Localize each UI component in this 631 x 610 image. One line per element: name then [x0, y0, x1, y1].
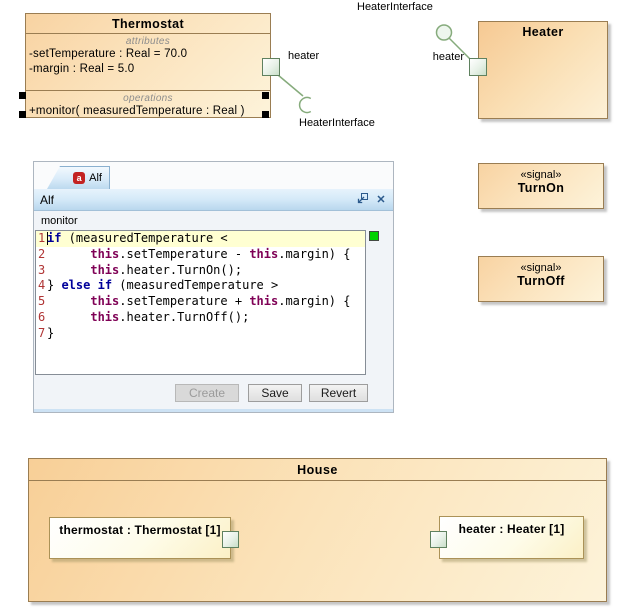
- alf-icon: a: [73, 172, 86, 184]
- heater-port[interactable]: [469, 58, 487, 76]
- line-number: 3: [38, 262, 46, 277]
- house-block-box[interactable]: House thermostat : Thermostat [1] heater…: [28, 458, 607, 602]
- attribute-item[interactable]: -margin : Real = 5.0: [29, 63, 135, 75]
- operations-compartment[interactable]: operations +monitor( measuredTemperature…: [26, 90, 270, 118]
- required-interface-label[interactable]: HeaterInterface: [299, 117, 375, 129]
- selection-handle[interactable]: [262, 111, 269, 118]
- validation-marker-green[interactable]: [369, 231, 379, 241]
- signal-name[interactable]: TurnOn: [517, 181, 565, 195]
- part-thermostat[interactable]: thermostat : Thermostat [1]: [49, 517, 231, 559]
- code-line[interactable]: 7}: [38, 325, 55, 340]
- class-title[interactable]: Heater: [522, 25, 564, 39]
- part-label: heater : Heater [1]: [458, 522, 565, 536]
- line-number: 1: [38, 231, 46, 245]
- line-number: 6: [38, 309, 46, 324]
- part-label: thermostat : Thermostat [1]: [59, 523, 221, 537]
- context-label: monitor: [41, 215, 78, 227]
- selection-handle[interactable]: [262, 92, 269, 99]
- revert-button[interactable]: Revert: [309, 384, 368, 402]
- save-button[interactable]: Save: [248, 384, 302, 402]
- signal-turnon-box[interactable]: «signal» TurnOn: [478, 163, 604, 209]
- attributes-label: attributes: [125, 36, 171, 47]
- class-title[interactable]: Thermostat: [111, 17, 185, 31]
- close-icon[interactable]: ✕: [376, 193, 386, 206]
- code-line[interactable]: 5 this.setTemperature + this.margin) {: [38, 294, 351, 309]
- part-thermostat-port[interactable]: [222, 531, 239, 548]
- part-heater-port[interactable]: [430, 531, 447, 548]
- port-label[interactable]: heater: [288, 50, 320, 62]
- signal-turnoff-box[interactable]: «signal» TurnOff: [478, 256, 604, 302]
- attributes-compartment[interactable]: attributes -setTemperature : Real = 70.0…: [26, 33, 270, 90]
- stereotype-label: «signal»: [520, 169, 562, 181]
- signal-name[interactable]: TurnOff: [517, 274, 565, 288]
- required-interface-socket[interactable]: [298, 96, 312, 114]
- line-number: 4: [38, 278, 46, 293]
- panel-title: Alf: [40, 192, 55, 207]
- code-line[interactable]: 3 this.heater.TurnOn();: [38, 262, 243, 277]
- thermostat-class-box[interactable]: Thermostat attributes -setTemperature : …: [25, 13, 271, 118]
- code-line[interactable]: 6 this.heater.TurnOff();: [38, 309, 250, 324]
- attribute-item[interactable]: -setTemperature : Real = 70.0: [29, 48, 188, 60]
- float-window-icon[interactable]: [355, 192, 369, 207]
- operations-label: operations: [123, 93, 173, 104]
- line-number: 2: [38, 246, 46, 261]
- code-line[interactable]: 2 this.setTemperature - this.margin) {: [38, 246, 351, 261]
- tab-label: Alf: [89, 172, 102, 184]
- provided-interface-ball[interactable]: [435, 24, 453, 41]
- selection-handle[interactable]: [19, 111, 26, 118]
- create-button[interactable]: Create: [175, 384, 239, 402]
- panel-bottom-strip: [34, 409, 393, 412]
- selection-handle[interactable]: [19, 92, 26, 99]
- text-caret: [47, 232, 48, 245]
- block-title[interactable]: House: [29, 459, 606, 481]
- port-label[interactable]: heater: [432, 51, 464, 63]
- part-heater[interactable]: heater : Heater [1]: [439, 516, 584, 559]
- usage-connector-line[interactable]: [277, 74, 304, 97]
- operation-item[interactable]: +monitor( measuredTemperature : Real ): [29, 105, 245, 117]
- provided-interface-label[interactable]: HeaterInterface: [357, 1, 433, 13]
- panel-header[interactable]: Alf ✕: [34, 189, 393, 211]
- code-line[interactable]: 4} else if (measuredTemperature >: [38, 278, 279, 293]
- line-number: 7: [38, 325, 46, 340]
- tab-strip: a Alf: [34, 162, 393, 189]
- thermostat-heater-port[interactable]: [262, 58, 280, 76]
- heater-class-box[interactable]: Heater: [478, 21, 608, 119]
- tab-alf[interactable]: a Alf: [47, 166, 110, 189]
- stereotype-label: «signal»: [520, 262, 562, 274]
- line-number: 5: [38, 294, 46, 309]
